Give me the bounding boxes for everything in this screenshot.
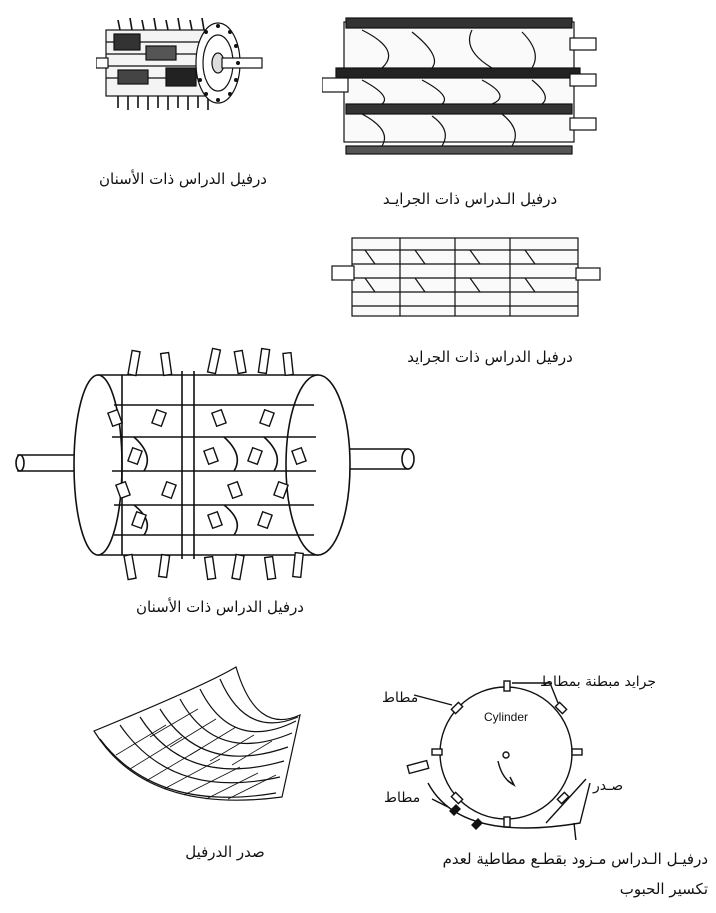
rubber-cylinder-figure: Cylinder xyxy=(390,675,620,840)
caption-large-spike-cylinder: درفيل الدراس ذات الأسنان xyxy=(136,598,304,616)
caption-concave: صدر الدرفيل xyxy=(185,843,265,861)
rasp-bar-cylinder-drawing-middle xyxy=(331,237,601,317)
caption-small-spike-cylinder: درفيل الدراس ذات الأسنان xyxy=(99,170,267,188)
label-rubber-lower: مطاط xyxy=(384,790,421,806)
label-concave: صـدر xyxy=(593,778,624,794)
large-spike-cylinder-figure xyxy=(14,345,418,583)
rasp-bar-cylinder-figure-top xyxy=(322,10,597,162)
label-rubber-upper: مطاط xyxy=(382,690,419,706)
rasp-bar-cylinder-drawing-top xyxy=(322,17,597,155)
caption-rubber-cylinder-line1: درفيـل الـدراس مـزود بقطـع مطاطية لعدم xyxy=(442,850,708,868)
small-spike-cylinder-figure xyxy=(96,8,266,120)
concave-drawing xyxy=(93,666,301,801)
caption-rasp-bar-cylinder-top: درفيل الـدراس ذات الجرايـد xyxy=(382,190,558,208)
caption-rasp-bar-cylinder-middle: درفيل الدراس ذات الجرايد xyxy=(407,348,573,366)
concave-figure xyxy=(86,665,308,823)
label-rubber-lined-bars: جرايد مبطنة بمطاط xyxy=(540,674,657,690)
rubber-cylinder-schematic: Cylinder xyxy=(406,680,591,840)
rasp-bar-cylinder-figure-middle xyxy=(330,232,602,322)
small-spike-cylinder-drawing xyxy=(96,17,263,110)
cylinder-label: Cylinder xyxy=(484,710,528,724)
caption-rubber-cylinder-line2: تكسير الحبوب xyxy=(619,880,708,898)
large-spike-cylinder-drawing xyxy=(15,347,415,581)
